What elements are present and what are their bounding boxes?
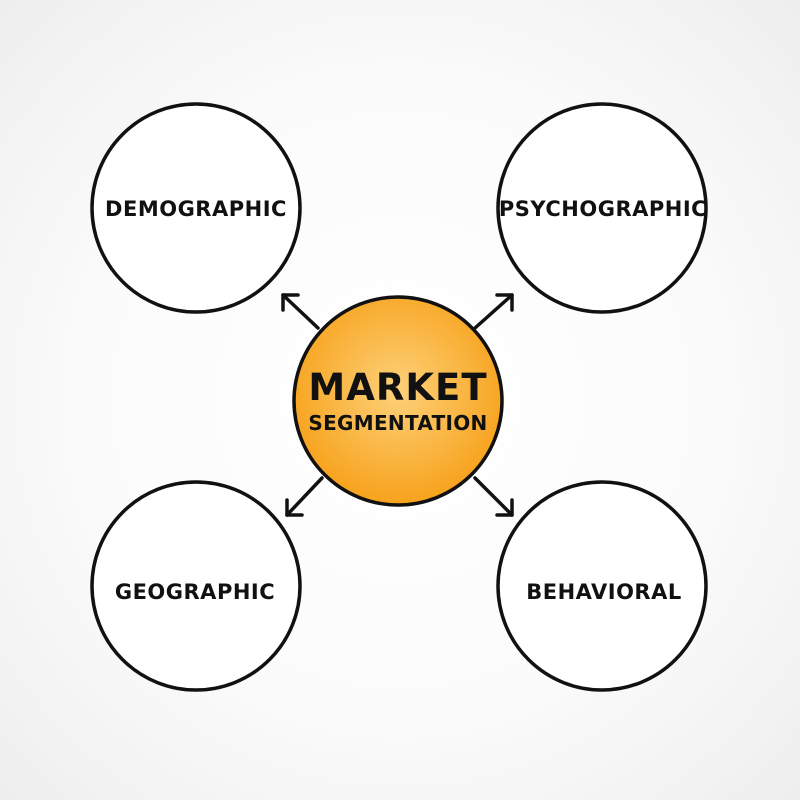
node-circle-behavioral — [496, 480, 708, 692]
node-behavioral: BEHAVIORAL — [496, 480, 708, 692]
node-label-demographic: DEMOGRAPHIC — [105, 197, 287, 221]
connector-demographic — [281, 293, 320, 330]
center-label-market: MARKET — [308, 366, 487, 409]
node-label-psychographic: PSYCHOGRAPHIC — [499, 197, 707, 221]
connector-behavioral — [473, 476, 514, 517]
node-market-segmentation: MARKET SEGMENTATION — [292, 295, 504, 507]
connector-geographic — [285, 476, 324, 517]
center-circle — [292, 295, 504, 507]
node-circle-geographic — [90, 480, 302, 692]
node-demographic: DEMOGRAPHIC — [90, 102, 302, 314]
node-circle-demographic — [90, 102, 302, 314]
center-label-segmentation: SEGMENTATION — [308, 411, 487, 435]
node-circle-psychographic — [496, 102, 708, 314]
node-geographic: GEOGRAPHIC — [90, 480, 302, 692]
node-psychographic: PSYCHOGRAPHIC — [496, 102, 708, 314]
node-label-behavioral: BEHAVIORAL — [526, 580, 681, 604]
node-label-geographic: GEOGRAPHIC — [115, 580, 275, 604]
connector-psychographic — [473, 293, 514, 330]
